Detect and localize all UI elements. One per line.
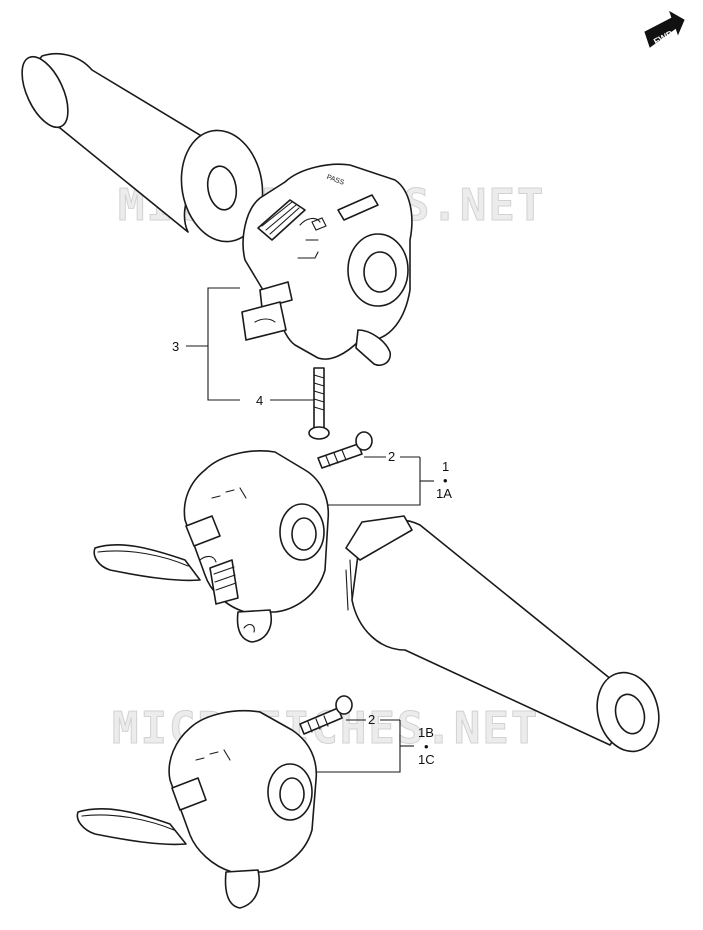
right-switch-assembly xyxy=(93,450,330,643)
callout-1b-dot: • xyxy=(424,739,429,754)
callout-1c: 1C xyxy=(418,752,435,767)
screw-4 xyxy=(308,367,330,440)
forward-arrow-icon: FWD xyxy=(644,10,685,48)
callout-1b: 1B xyxy=(418,725,434,740)
left-switch-assembly: PASS xyxy=(241,163,413,367)
callout-2-lower: 2 xyxy=(368,712,375,727)
screw-2-lower xyxy=(299,695,353,735)
callout-2-upper: 2 xyxy=(388,449,395,464)
callout-1-dot: • xyxy=(443,473,448,488)
throttle-grip xyxy=(345,515,660,753)
callout-4: 4 xyxy=(256,393,263,408)
callout-1: 1 xyxy=(442,459,449,474)
callout-1a: 1A xyxy=(436,486,452,501)
screw-2-upper xyxy=(317,431,373,469)
callout-3: 3 xyxy=(172,339,179,354)
alternate-switch-assembly xyxy=(76,709,318,909)
left-grip xyxy=(21,52,264,243)
